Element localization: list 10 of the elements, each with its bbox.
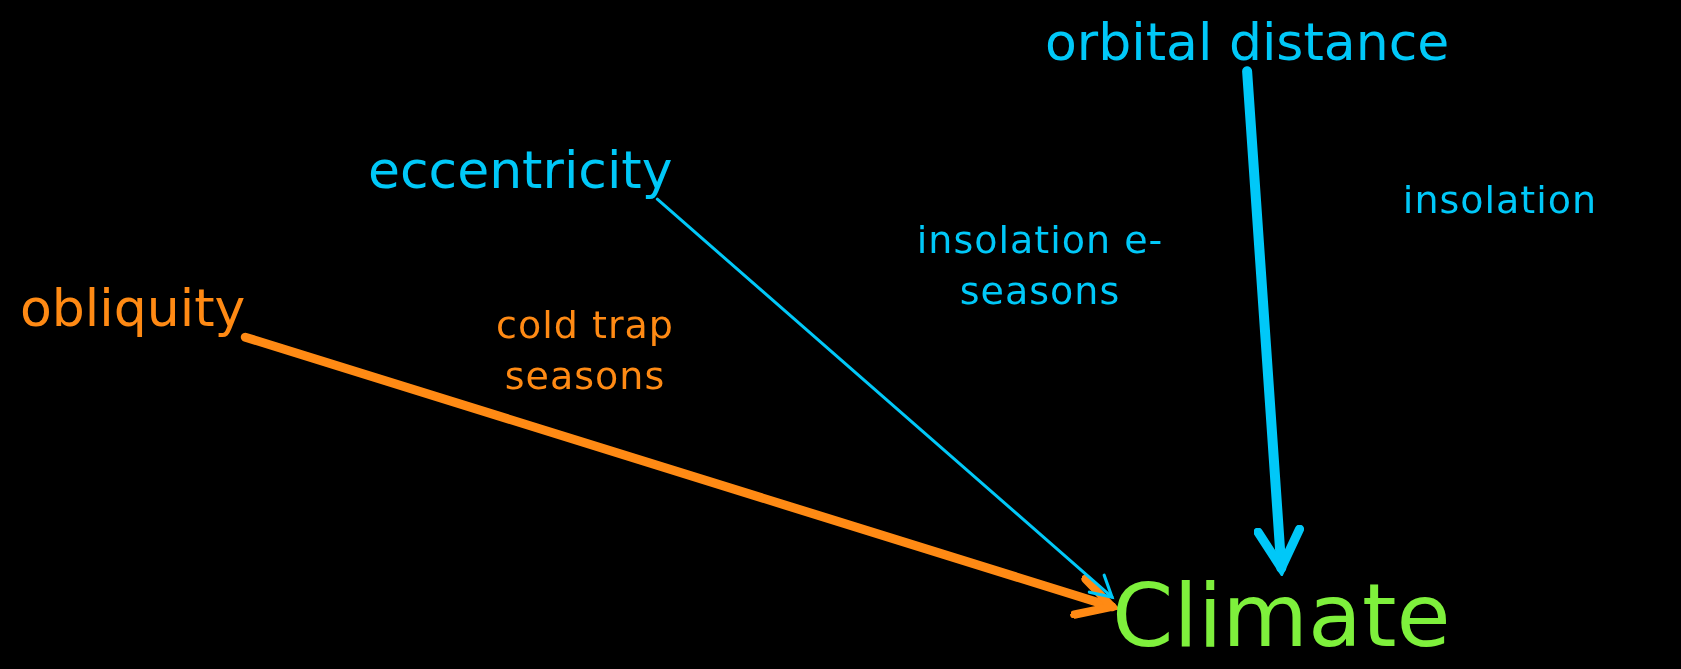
edge-label: insolation xyxy=(1401,177,1599,224)
node-label: obliquity xyxy=(20,280,246,338)
arrow xyxy=(240,332,1117,619)
node-label: orbital distance xyxy=(1045,14,1450,72)
arrow xyxy=(655,197,1114,599)
edge-label: cold trap seasons xyxy=(495,302,675,401)
node-label: Climate xyxy=(1112,568,1451,665)
arrow xyxy=(1242,66,1305,573)
node-label: eccentricity xyxy=(368,142,673,200)
edge-label: insolation e-seasons xyxy=(915,217,1165,316)
